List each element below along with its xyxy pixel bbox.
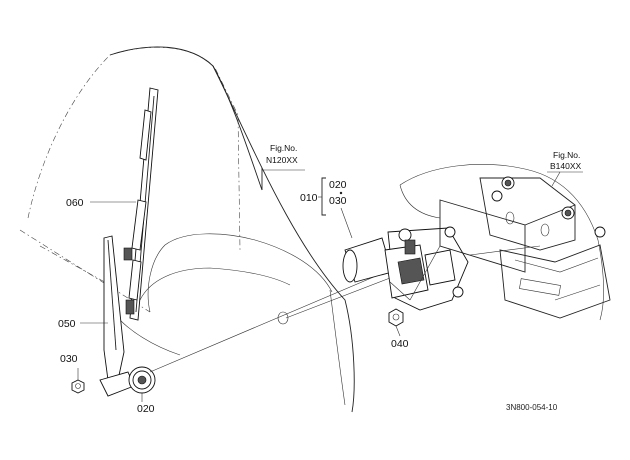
wiper-blade [123,87,159,321]
callout-030-group: 030 [329,195,347,207]
fig-ref-right-number: B140XX [550,161,582,171]
cab-outline [19,46,355,413]
label-bracket-010 [318,177,353,239]
fig-ref-left-number: N120XX [266,155,298,165]
callout-020: 020 [137,403,155,415]
callout-030: 030 [60,353,78,365]
bushing-020 [128,366,156,394]
fig-ref-left-label: Fig.No. [270,143,297,153]
callout-040: 040 [391,338,409,350]
nut-030 [71,379,85,394]
cab-bracket-assembly [399,164,611,321]
drawing-code: 3N800-054-10 [506,403,558,412]
callout-020-group: 020 [329,179,347,191]
callout-060: 060 [66,197,84,209]
callout-050: 050 [58,318,76,330]
axis-line [149,269,391,373]
nut-040 [388,308,404,327]
callout-010: 010 [300,192,318,204]
wiper-motor [342,226,469,311]
fig-ref-right-label: Fig.No. [553,150,580,160]
